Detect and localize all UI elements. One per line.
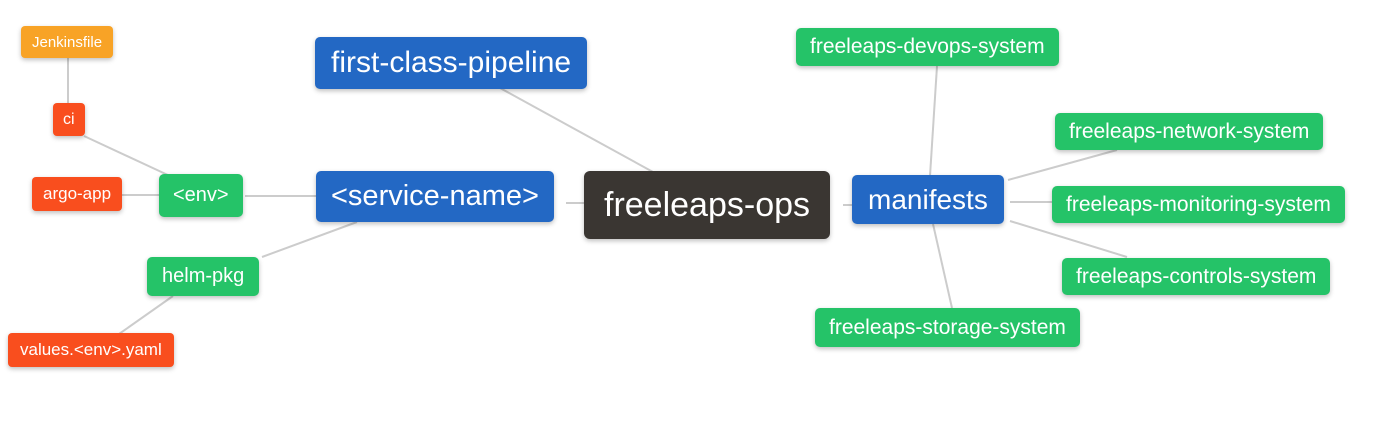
node-helm-pkg[interactable]: helm-pkg (147, 257, 260, 296)
node-env[interactable]: <env> (159, 174, 243, 217)
edge-ci-env (83, 135, 171, 177)
edge-manifests-storage (932, 223, 953, 309)
node-argo-app[interactable]: argo-app (32, 177, 123, 211)
node-freeleaps-network-system[interactable]: freeleaps-network-system (1055, 113, 1324, 150)
edge-manifests-network (1007, 149, 1118, 181)
node-freeleaps-devops-system[interactable]: freeleaps-devops-system (796, 28, 1059, 66)
node-manifests[interactable]: manifests (852, 175, 1004, 224)
node-freeleaps-storage-system[interactable]: freeleaps-storage-system (815, 308, 1080, 347)
edge-service-name-helm-pkg (261, 221, 358, 258)
node-freeleaps-controls-system[interactable]: freeleaps-controls-system (1062, 258, 1331, 295)
node-freeleaps-ops[interactable]: freeleaps-ops (584, 171, 831, 239)
node-service-name[interactable]: <service-name> (316, 171, 554, 222)
edge-manifests-devops (929, 65, 938, 177)
node-first-class-pipeline[interactable]: first-class-pipeline (315, 37, 588, 89)
edge-helm-pkg-values (118, 295, 174, 335)
edge-fcp-freeleaps-ops (499, 87, 654, 173)
edge-manifests-controls (1009, 220, 1128, 258)
node-jenkinsfile[interactable]: Jenkinsfile (21, 26, 114, 58)
node-freeleaps-monitoring-system[interactable]: freeleaps-monitoring-system (1052, 186, 1345, 223)
node-ci[interactable]: ci (53, 103, 85, 136)
node-values-env-yaml[interactable]: values.<env>.yaml (8, 333, 174, 367)
